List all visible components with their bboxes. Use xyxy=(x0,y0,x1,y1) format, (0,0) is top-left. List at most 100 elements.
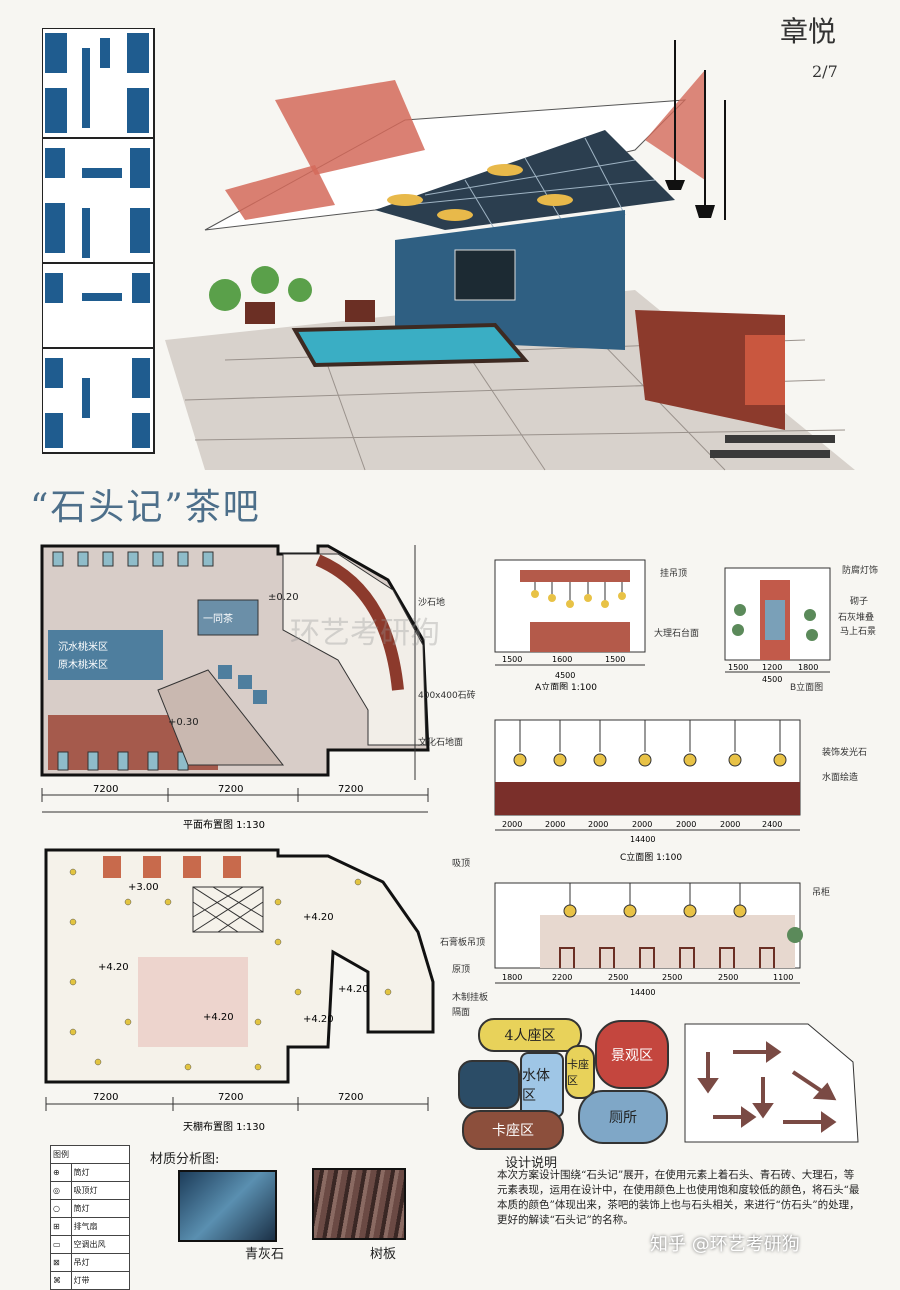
elev-b-label-3: 石灰堆叠 xyxy=(838,613,875,623)
notes-body: 本次方案设计围绕“石头记”展开，在使用元素上着石头、青石砖、大理石，等元素表现，… xyxy=(497,1169,860,1226)
material-label-stone: 青灰石 xyxy=(245,1247,285,1262)
legend-symbol: ⊠ xyxy=(50,1253,72,1272)
svg-text:2000: 2000 xyxy=(676,820,696,829)
svg-text:1500: 1500 xyxy=(502,655,522,664)
roof-panel-2 xyxy=(225,165,335,220)
svg-text:7200: 7200 xyxy=(338,784,363,795)
svg-text:1800: 1800 xyxy=(798,663,818,672)
svg-text:+4.20: +4.20 xyxy=(338,984,369,995)
svg-text:2200: 2200 xyxy=(552,973,572,982)
svg-text:1600: 1600 xyxy=(552,655,572,664)
legend-text: 筒灯 xyxy=(70,1199,131,1218)
elevation-d: 1800 2200 2500 2500 2500 1100 14400 xyxy=(494,882,803,997)
svg-text:2000: 2000 xyxy=(502,820,522,829)
roof-panel-1 xyxy=(275,80,425,175)
elevation-a-caption: A立面图 1:100 xyxy=(535,681,597,690)
materials-title: 材质分析图: xyxy=(150,1152,220,1167)
svg-text:14400: 14400 xyxy=(630,835,655,844)
svg-text:2500: 2500 xyxy=(718,973,738,982)
ceiling-grid xyxy=(192,886,264,933)
plan-water-zone xyxy=(48,630,163,680)
svg-text:+4.20: +4.20 xyxy=(303,1014,334,1025)
legend-text: 吊灯 xyxy=(70,1253,131,1272)
svg-text:1500: 1500 xyxy=(605,655,625,664)
bubble-restroom: 厕所 xyxy=(578,1090,668,1144)
svg-text:2000: 2000 xyxy=(545,820,565,829)
legend-symbol: ⊕ xyxy=(50,1163,72,1182)
material-label-wood: 树板 xyxy=(370,1247,397,1262)
legend-text: 吸顶灯 xyxy=(70,1181,131,1200)
svg-text:1800: 1800 xyxy=(502,973,522,982)
svg-text:±0.20: ±0.20 xyxy=(268,592,299,603)
legend-table: 图例 ⊕筒灯 ◎吸顶灯 ○筒灯 ⊞排气扇 ▭空调出风 ⊠吊灯 ⌘灯带 xyxy=(50,1145,131,1290)
ceiling-side-label-1: 吸顶 xyxy=(452,859,471,869)
svg-text:7200: 7200 xyxy=(218,1092,243,1103)
elev-a-label-1: 挂吊顶 xyxy=(660,569,688,579)
svg-text:14400: 14400 xyxy=(630,988,655,997)
svg-text:2000: 2000 xyxy=(632,820,652,829)
legend-symbol: ⊞ xyxy=(50,1217,72,1236)
svg-text:+4.20: +4.20 xyxy=(303,912,334,923)
skylight xyxy=(375,130,675,230)
elev-b-label-4: 马上石景 xyxy=(840,627,877,637)
ceiling-side-label-2: 石膏板吊顶 xyxy=(440,938,486,948)
ceiling-side-label-5: 隔面 xyxy=(452,1008,471,1018)
legend-symbol: ○ xyxy=(50,1199,72,1218)
elevation-c-caption: C立面图 1:100 xyxy=(620,851,682,862)
svg-text:2000: 2000 xyxy=(588,820,608,829)
elev-c-seating xyxy=(495,782,800,815)
legend-symbol: ⌘ xyxy=(50,1271,72,1290)
material-swatch-stone xyxy=(178,1170,277,1242)
elev-b-label-2: 砌子 xyxy=(850,597,869,607)
svg-text:4500: 4500 xyxy=(762,675,782,684)
svg-text:+4.20: +4.20 xyxy=(98,962,129,973)
svg-text:7200: 7200 xyxy=(93,1092,118,1103)
svg-text:4500: 4500 xyxy=(555,671,575,680)
elev-d-label-1: 吊柜 xyxy=(812,888,831,898)
svg-text:2000: 2000 xyxy=(720,820,740,829)
floor-side-label-1: 沙石地 xyxy=(418,598,446,608)
floor-side-dims xyxy=(414,545,416,780)
elev-b-label-1: 防腐灯饰 xyxy=(842,566,879,576)
page-title: “石头记”茶吧 xyxy=(30,487,261,528)
perspective-rendering xyxy=(165,40,855,471)
legend-header: 图例 xyxy=(50,1145,130,1164)
legend-text: 灯带 xyxy=(70,1271,131,1290)
elevation-b: 1500 1200 1800 4500 xyxy=(724,567,831,684)
decor-strip xyxy=(42,28,155,454)
zone-label-1: 沉水桃米区 xyxy=(58,640,108,653)
svg-text:1500: 1500 xyxy=(728,663,748,672)
signature: 章悦 xyxy=(780,15,837,48)
elevation-a: 1500 1600 1500 4500 A立面图 1:100 xyxy=(494,559,646,690)
watermark-center: 环艺考研狗 xyxy=(290,616,440,651)
bubble-water: 水体区 xyxy=(520,1052,564,1118)
ceiling-plan: +3.00 +4.20 +4.20 +4.20 +4.20 +4.20 7200… xyxy=(44,848,435,1133)
elevation-b-caption: B立面图 xyxy=(790,683,824,693)
svg-text:2500: 2500 xyxy=(662,973,682,982)
legend-text: 空调出风 xyxy=(70,1235,131,1254)
bubble-landscape: 景观区 xyxy=(595,1020,669,1089)
svg-text:7200: 7200 xyxy=(93,784,118,795)
bubble-dark xyxy=(458,1060,520,1109)
svg-text:1200: 1200 xyxy=(762,663,782,672)
zone-label-3: 一同茶 xyxy=(203,612,233,625)
ceiling-side-label-3: 原顶 xyxy=(452,965,471,975)
watermark-corner: 知乎 @环艺考研狗 xyxy=(650,1234,800,1255)
legend-text: 排气扇 xyxy=(70,1217,131,1236)
svg-text:2500: 2500 xyxy=(608,973,628,982)
bubble-4-seat: 4人座区 xyxy=(478,1018,582,1052)
legend-symbol: ◎ xyxy=(50,1181,72,1200)
elev-a-label-2: 大理石台面 xyxy=(654,629,700,639)
svg-text:7200: 7200 xyxy=(338,1092,363,1103)
elev-c-label-2: 水面绘造 xyxy=(822,773,859,783)
svg-text:2400: 2400 xyxy=(762,820,782,829)
ceiling-side-label-4: 木制挂板 xyxy=(452,993,489,1003)
ceiling-plan-caption: 天棚布置图 1:130 xyxy=(183,1120,265,1133)
elevation-c: 2000 2000 2000 2000 2000 2000 2400 14400 C立面图 … xyxy=(494,719,801,862)
svg-text:+3.00: +3.00 xyxy=(128,882,159,893)
svg-text:1100: 1100 xyxy=(773,973,793,982)
water-pool xyxy=(291,322,530,368)
floor-side-label-3: 文化石地面 xyxy=(418,738,464,748)
circulation-diagram xyxy=(684,1023,859,1143)
